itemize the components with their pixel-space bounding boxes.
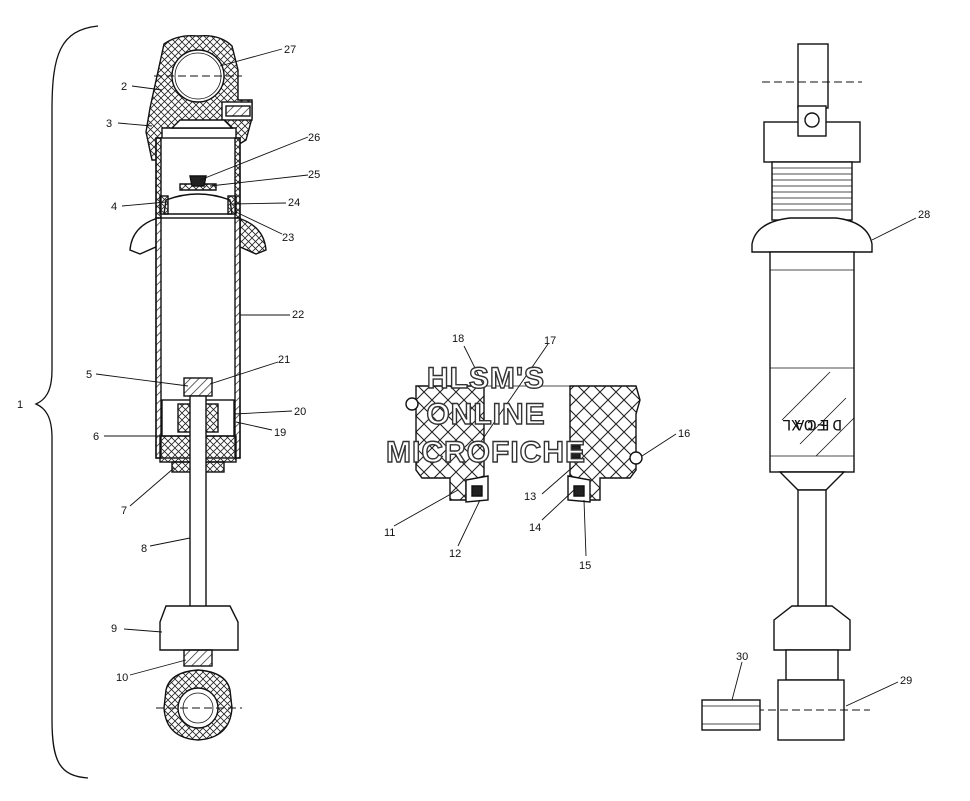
callout-25: 25 [308, 169, 320, 181]
callout-26: 26 [308, 132, 320, 144]
watermark-line-3: MICROFICHE [386, 436, 586, 469]
callout-11: 11 [384, 527, 395, 539]
decal-brand: FOX [788, 415, 826, 433]
callout-28: 28 [918, 209, 930, 221]
callout-10: 10 [116, 672, 128, 684]
leader-lines [95, 48, 917, 707]
callout-4: 4 [111, 201, 117, 213]
callout-5: 5 [86, 369, 92, 381]
callout-16: 16 [678, 428, 690, 440]
thread-lines [772, 167, 852, 211]
callout-17: 17 [544, 335, 556, 347]
callout-30: 30 [736, 651, 748, 663]
callout-23: 23 [282, 232, 294, 244]
external-view: DECAL FOX [701, 43, 873, 741]
callout-9: 9 [111, 623, 117, 635]
callout-24: 24 [288, 197, 300, 209]
watermark-line-1: HLSM'S [427, 362, 545, 395]
callout-3: 3 [106, 118, 112, 130]
watermark-line-2: ONLINE [426, 398, 545, 431]
callout-6: 6 [93, 431, 99, 443]
sectional-view [129, 34, 267, 741]
callout-20: 20 [294, 406, 306, 418]
callout-12: 12 [449, 548, 461, 560]
callout-29: 29 [900, 675, 912, 687]
seal-head-detail [405, 385, 643, 503]
assembly-brace [34, 25, 99, 779]
callout-13: 13 [524, 491, 536, 503]
callout-18: 18 [452, 333, 464, 345]
callout-labels: 1 2 3 4 5 6 7 8 9 10 11 12 13 14 15 16 1… [17, 44, 930, 687]
callout-2: 2 [121, 81, 127, 93]
callout-27: 27 [284, 44, 296, 56]
callout-21: 21 [278, 354, 290, 366]
callout-19: 19 [274, 427, 286, 439]
decal-text: DECAL [779, 415, 842, 433]
callout-22: 22 [292, 309, 304, 321]
callout-15: 15 [579, 560, 591, 572]
callout-8: 8 [141, 543, 147, 555]
callout-7: 7 [121, 505, 127, 517]
watermark: HLSM'S ONLINE MICROFICHE [385, 361, 586, 469]
callout-1: 1 [17, 399, 23, 411]
callout-14: 14 [529, 522, 541, 534]
